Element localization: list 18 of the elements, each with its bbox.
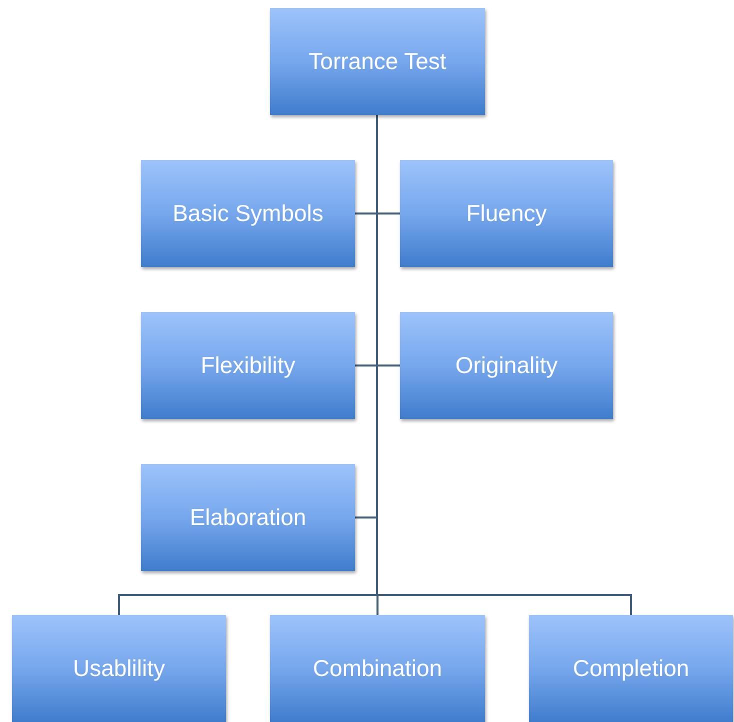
category-box [12,615,226,722]
box-label: Usablility [72,655,166,682]
category-box [141,160,355,267]
box-label: Flexibility [200,352,296,379]
box-label: Elaboration [188,504,308,531]
box-label: Basic Symbols [172,200,324,227]
box-label: Torrance Test [308,48,448,75]
category-box [400,160,613,267]
box-label: Combination [312,655,444,682]
box-label: Originality [454,352,559,379]
category-box [270,615,485,722]
category-box [141,464,355,571]
box-label: Fluency [465,200,548,227]
box-label: Completion [572,655,690,682]
category-box [270,8,485,115]
category-box [400,312,613,419]
category-box [141,312,355,419]
category-box [529,615,733,722]
